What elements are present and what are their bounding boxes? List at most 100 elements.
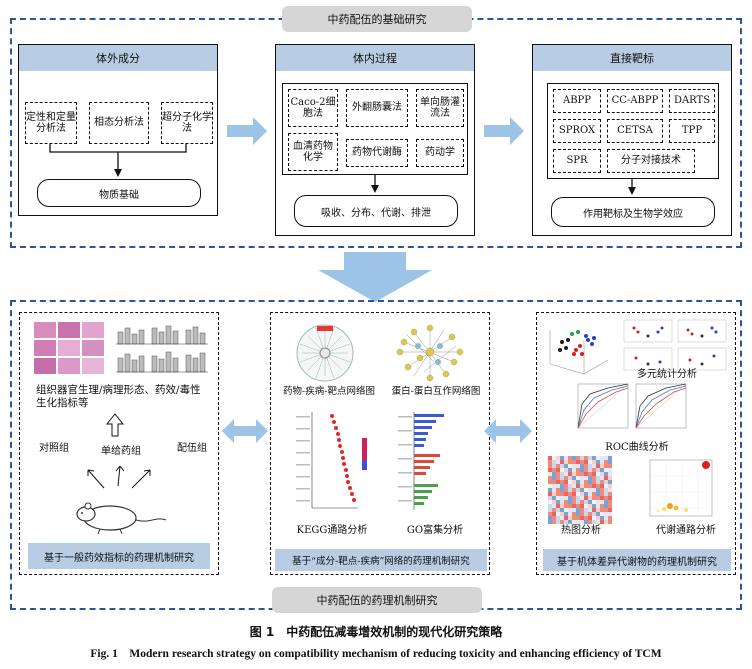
heatmap-cell bbox=[548, 516, 552, 520]
heatmap-cell bbox=[588, 456, 592, 460]
heatmap-cell bbox=[552, 504, 556, 508]
heatmap-cell bbox=[580, 504, 584, 508]
heatmap-cell bbox=[604, 500, 608, 504]
panel-metabolomics-footer: 基于机体差异代谢物的药理机制研究 bbox=[543, 549, 731, 571]
heatmap bbox=[548, 456, 612, 524]
heatmap-cell bbox=[556, 468, 560, 472]
heatmap-cell bbox=[580, 500, 584, 504]
heatmap-cell bbox=[588, 492, 592, 496]
heatmap-cell bbox=[552, 456, 556, 460]
heatmap-cell bbox=[604, 504, 608, 508]
heatmap-cell bbox=[564, 460, 568, 464]
heatmap-cell bbox=[596, 492, 600, 496]
heatmap-cell bbox=[596, 516, 600, 520]
method-tpp: TPP bbox=[669, 119, 715, 143]
heatmap-cell bbox=[576, 508, 580, 512]
heatmap-cell bbox=[548, 488, 552, 492]
pathway-bubble-plot bbox=[649, 459, 713, 517]
heatmap-cell bbox=[560, 456, 564, 460]
method-abpp: ABPP bbox=[553, 89, 601, 113]
heatmap-cell bbox=[588, 500, 592, 504]
heatmap-cell bbox=[596, 508, 600, 512]
network1-label: 药物-疾病-靶点网络图 bbox=[283, 386, 375, 397]
heatmap-cell bbox=[604, 508, 608, 512]
heatmap-cell bbox=[580, 496, 584, 500]
heatmap-cell bbox=[572, 460, 576, 464]
heatmap-cell bbox=[580, 476, 584, 480]
method-spr: SPR bbox=[553, 149, 601, 173]
roc-label: ROC曲线分析 bbox=[605, 442, 669, 453]
heatmap-cell bbox=[600, 480, 604, 484]
kegg-label: KEGG通路分析 bbox=[296, 525, 368, 536]
heatmap-cell bbox=[600, 500, 604, 504]
heatmap-cell bbox=[556, 476, 560, 480]
heatmap-cell bbox=[608, 464, 612, 468]
method-phase-analysis: 相态分析法 bbox=[89, 102, 149, 144]
panel-in-vivo-title: 体内过程 bbox=[276, 45, 474, 71]
heatmap-cell bbox=[580, 464, 584, 468]
heatmap-cell bbox=[600, 468, 604, 472]
biochemical-bar-charts bbox=[116, 325, 208, 373]
heatmap-cell bbox=[576, 492, 580, 496]
panel-metabolomics: 基于机体差异代谢物的药理机制研究 bbox=[536, 312, 736, 575]
heatmap-cell bbox=[580, 488, 584, 492]
heatmap-cell bbox=[604, 472, 608, 476]
heatmap-cell bbox=[568, 488, 572, 492]
heatmap-cell bbox=[592, 468, 596, 472]
heatmap-cell bbox=[576, 484, 580, 488]
heatmap-cell bbox=[592, 504, 596, 508]
heatmap-cell bbox=[548, 480, 552, 484]
heatmap-cell bbox=[564, 488, 568, 492]
method-cetsa: CETSA bbox=[607, 119, 663, 143]
heatmap-cell bbox=[604, 464, 608, 468]
heatmap-cell bbox=[572, 456, 576, 460]
heatmap-cell bbox=[560, 472, 564, 476]
heatmap-cell bbox=[548, 504, 552, 508]
method-darts: DARTS bbox=[669, 89, 715, 113]
result-adme: 吸收、分布、代谢、排泄 bbox=[294, 195, 458, 227]
heatmap-cell bbox=[592, 508, 596, 512]
heatmap-cell bbox=[556, 496, 560, 500]
heatmap-cell bbox=[548, 492, 552, 496]
heatmap-cell bbox=[552, 516, 556, 520]
heatmap-cell bbox=[588, 472, 592, 476]
heatmap-cell bbox=[572, 480, 576, 484]
heatmap-cell bbox=[580, 512, 584, 516]
heatmap-cell bbox=[552, 512, 556, 516]
heatmap-cell bbox=[552, 476, 556, 480]
method-sprox: SPROX bbox=[553, 119, 601, 143]
figure-caption-zh: 图 1 中药配伍减毒增效机制的现代化研究策略 bbox=[249, 625, 503, 639]
heatmap-cell bbox=[552, 488, 556, 492]
heatmap-cell bbox=[548, 464, 552, 468]
heatmap-cell bbox=[552, 520, 556, 524]
heatmap-cell bbox=[572, 472, 576, 476]
heatmap-cell bbox=[596, 480, 600, 484]
heatmap-cell bbox=[608, 484, 612, 488]
heatmap-cell bbox=[576, 512, 580, 516]
heatmap-cell bbox=[592, 480, 596, 484]
heatmap-cell bbox=[572, 520, 576, 524]
heatmap-cell bbox=[600, 492, 604, 496]
heatmap-cell bbox=[588, 516, 592, 520]
heatmap-cell bbox=[600, 512, 604, 516]
heatmap-cell bbox=[608, 456, 612, 460]
heatmap-cell bbox=[588, 496, 592, 500]
heatmap-cell bbox=[564, 484, 568, 488]
heatmap-cell bbox=[560, 508, 564, 512]
heatmap-cell bbox=[584, 476, 588, 480]
heatmap-cell bbox=[564, 480, 568, 484]
panel-in-vitro: 体外成分 定性和定量分析法 相态分析法 超分子化学法 物质基础 bbox=[18, 44, 218, 216]
heatmap-cell bbox=[572, 516, 576, 520]
heatmap-cell bbox=[596, 476, 600, 480]
heatmap-cell bbox=[568, 480, 572, 484]
heatmap-cell bbox=[560, 484, 564, 488]
heatmap-cell bbox=[584, 516, 588, 520]
heatmap-cell bbox=[584, 504, 588, 508]
heatmap-cell bbox=[568, 520, 572, 524]
heatmap-cell bbox=[568, 512, 572, 516]
heatmap-cell bbox=[556, 500, 560, 504]
heatmap-cell bbox=[548, 496, 552, 500]
heatmap-cell bbox=[552, 464, 556, 468]
method-serum-pharmacochemistry: 血清药物化学 bbox=[288, 133, 338, 171]
heatmap-cell bbox=[608, 516, 612, 520]
